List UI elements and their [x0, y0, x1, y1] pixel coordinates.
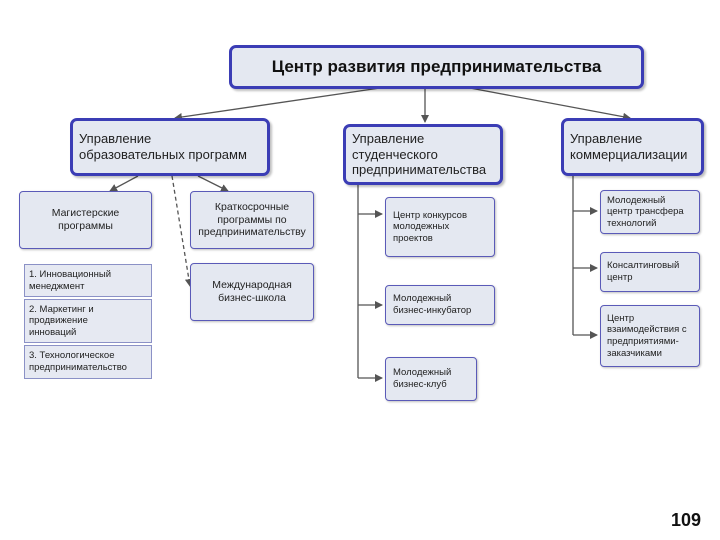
- unit-business-school: Международная бизнес-школа: [190, 263, 314, 321]
- department-education: Управление образовательных программ: [70, 118, 270, 176]
- masters-list-item: 2. Маркетинг и продвижение инноваций: [24, 299, 152, 343]
- unit-student-item-label: Молодежный бизнес-клуб: [393, 367, 452, 390]
- unit-student-item: Молодежный бизнес-клуб: [385, 357, 477, 401]
- masters-list-item-label: 3. Технологическое предпринимательство: [29, 350, 127, 373]
- department-commercial: Управление коммерциализации: [561, 118, 704, 176]
- department-commercial-label: Управление коммерциализации: [570, 131, 688, 162]
- unit-masters-programs: Магистерские программы: [19, 191, 152, 249]
- masters-list-item-label: 1. Инновационный менеджмент: [29, 268, 112, 292]
- unit-student-item-label: Центр конкурсов молодежных проектов: [393, 209, 468, 244]
- unit-student-item-label: Молодежный бизнес-инкубатор: [393, 293, 472, 316]
- masters-list-item: 3. Технологическое предпринимательство: [24, 345, 152, 379]
- center-title-box: Центр развития предпринимательства: [229, 45, 644, 89]
- unit-commercial-item-label: Консалтинговый центр: [607, 260, 680, 283]
- center-title: Центр развития предпринимательства: [271, 56, 602, 76]
- unit-commercial-item: Центр взаимодействия с предприятиями- за…: [600, 305, 700, 367]
- masters-list-item: 1. Инновационный менеджмент: [24, 264, 152, 297]
- masters-list-item-label: 2. Маркетинг и продвижение инноваций: [29, 303, 94, 338]
- unit-masters-programs-label: Магистерские программы: [51, 207, 120, 232]
- unit-business-school-label: Международная бизнес-школа: [212, 279, 292, 304]
- unit-commercial-item-label: Молодежный центр трансфера технологий: [607, 194, 684, 229]
- page-number: 109: [671, 510, 702, 530]
- unit-short-programs-label: Краткосрочные программы по предпринимате…: [198, 200, 306, 239]
- department-education-label: Управление образовательных программ: [79, 131, 247, 162]
- department-student: Управление студенческого предприниматель…: [343, 124, 503, 185]
- unit-student-item: Молодежный бизнес-инкубатор: [385, 285, 495, 325]
- unit-short-programs: Краткосрочные программы по предпринимате…: [190, 191, 314, 249]
- unit-student-item: Центр конкурсов молодежных проектов: [385, 197, 495, 257]
- unit-commercial-item: Молодежный центр трансфера технологий: [600, 190, 700, 234]
- unit-commercial-item-label: Центр взаимодействия с предприятиями- за…: [607, 312, 687, 359]
- department-student-label: Управление студенческого предприниматель…: [352, 130, 487, 178]
- unit-commercial-item: Консалтинговый центр: [600, 252, 700, 292]
